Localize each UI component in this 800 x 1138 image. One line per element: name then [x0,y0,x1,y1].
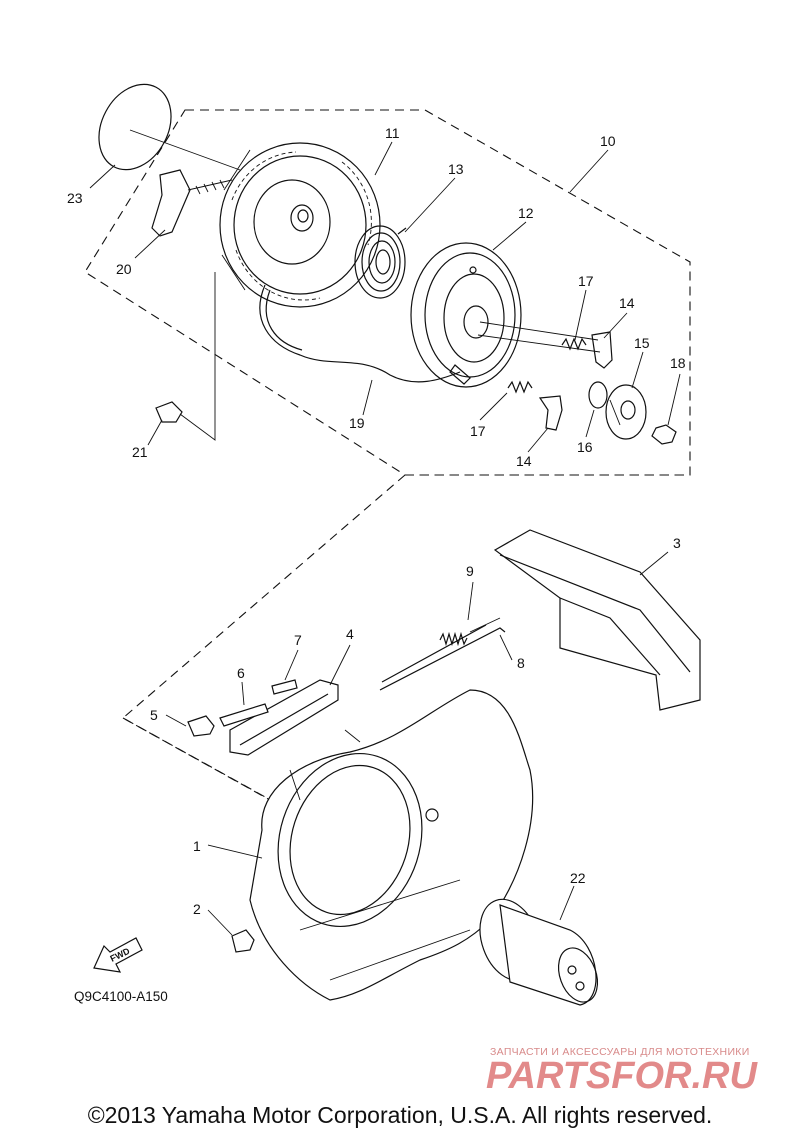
callout-14b: 14 [516,453,532,469]
callout-8: 8 [517,655,525,671]
callout-7: 7 [294,632,302,648]
bolt-5 [187,715,215,737]
bolt-21 [155,401,183,423]
watermark-tagline: ЗАПЧАСТИ И АКСЕССУАРЫ ДЛЯ МОТОТЕХНИКИ [490,1046,750,1058]
bolt-21-leader [179,272,216,441]
fan-housing-1 [249,689,534,1001]
pawl-14-upper [591,331,613,369]
watermark-brand: PARTSFOR.RU [486,1055,758,1097]
starter-case-11 [219,142,381,308]
link-rod-8 [379,624,506,691]
callout-16: 16 [577,439,593,455]
starter-handle-20 [151,169,233,237]
callout-2: 2 [193,901,201,917]
callout-14a: 14 [619,295,635,311]
cover-group-boundary-lower [122,717,271,801]
watermark: ЗАПЧАСТИ И АКСЕССУАРЫ ДЛЯ МОТОТЕХНИКИ PA… [486,1046,758,1097]
callout-21: 21 [132,444,148,460]
callout-20: 20 [116,261,132,277]
callout-18: 18 [670,355,686,371]
callout-12: 12 [518,205,534,221]
callout-11: 11 [385,125,400,141]
pawl-14-lower [538,395,563,431]
washer-16 [588,381,608,409]
callout-9: 9 [466,563,474,579]
callout-15: 15 [634,335,650,351]
callout-13: 13 [448,161,464,177]
cup-22 [479,898,599,1006]
callout-labels: 1 2 3 4 5 6 7 8 9 10 11 12 13 14 14 15 1… [67,125,686,917]
pawl-spring-17-upper [561,337,587,351]
copyright-notice: ©2013 Yamaha Motor Corporation, U.S.A. A… [87,1102,713,1128]
callout-17a: 17 [578,273,594,289]
callout-5: 5 [150,707,158,723]
sheave-drum-12 [410,242,522,388]
o-ring-23 [98,83,172,171]
starter-rope-19 [259,284,461,383]
guide-plate-4 [229,679,339,756]
callout-19: 19 [349,415,365,431]
leader-lines [89,141,681,936]
cover-bracket-3 [493,529,701,711]
shim-7 [271,679,298,695]
bolt-2 [231,929,255,953]
screw-18 [651,424,677,445]
spiral-spring-13 [354,225,407,299]
friction-plate-15 [605,384,647,440]
o-ring-leader-line [129,129,241,171]
callout-4: 4 [346,626,354,642]
callout-22: 22 [570,870,586,886]
callout-6: 6 [237,665,245,681]
starter-assembly-boundary [84,109,691,476]
diagram-code: Q9C4100-A150 [74,989,168,1004]
link-spring-9 [439,617,501,647]
callout-17b: 17 [470,423,486,439]
fwd-arrow-icon: FWD [93,937,143,973]
callout-23: 23 [67,190,83,206]
shim-6 [219,703,269,727]
callout-10: 10 [600,133,616,149]
callout-3: 3 [673,535,681,551]
pawl-spring-17-lower [507,380,533,394]
callout-1: 1 [193,838,201,854]
